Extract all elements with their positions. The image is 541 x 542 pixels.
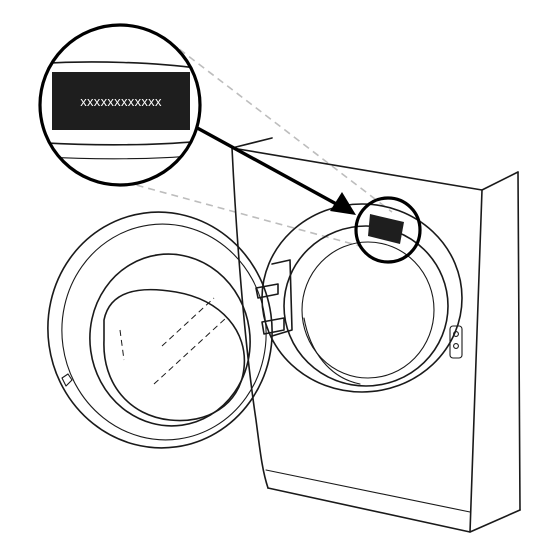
porthole-mid-ring xyxy=(283,225,449,387)
door-lock-hole-bottom xyxy=(453,343,459,349)
arrow-icon xyxy=(189,122,341,208)
arrow-head xyxy=(330,192,356,215)
drum-depth-line xyxy=(303,317,361,385)
zoom-label-plate xyxy=(52,72,190,130)
zoom-callout-ring xyxy=(38,23,202,187)
door-handle xyxy=(61,373,73,387)
door-glass-outer xyxy=(89,253,251,427)
cabinet-bottom-edge xyxy=(267,487,521,533)
leader-line-bottom xyxy=(124,181,361,247)
label-patch xyxy=(368,214,404,244)
door-hinge xyxy=(255,259,293,337)
cabinet-front-left-edge xyxy=(231,147,269,489)
hinge-arm-top xyxy=(255,283,279,299)
glass-reflection-2 xyxy=(153,317,227,385)
door-lock-plate xyxy=(449,325,463,359)
label-location xyxy=(354,196,422,264)
glass-reflection-1 xyxy=(161,297,215,347)
door-outer-rim xyxy=(47,211,273,449)
location-circle xyxy=(354,196,422,264)
cabinet-front-right-edge xyxy=(469,189,483,533)
door-opening xyxy=(261,203,463,393)
machine-cabinet xyxy=(231,137,521,533)
zoom-callout: xxxxxxxxxxxx xyxy=(38,23,202,187)
porthole-outer-ring xyxy=(261,203,463,393)
cabinet-top-edge xyxy=(231,137,519,191)
hinge-arm-bottom xyxy=(261,317,285,335)
porthole-inner-ring xyxy=(301,241,435,379)
open-door xyxy=(47,211,273,449)
door-lock-hole-top xyxy=(453,331,459,337)
pointer-arrow xyxy=(189,122,356,215)
zoom-label-text: xxxxxxxxxxxx xyxy=(80,94,162,109)
door-lock xyxy=(449,325,463,359)
cabinet-side-right-edge xyxy=(517,171,521,511)
callout-leader-lines xyxy=(124,41,393,247)
hinge-bracket-top xyxy=(271,259,293,337)
leader-line-top xyxy=(169,41,393,213)
cabinet-kick-line xyxy=(265,469,471,513)
door-rim-inner xyxy=(61,223,267,441)
glass-reflection-3 xyxy=(119,329,125,361)
door-glass-bowl xyxy=(103,288,246,422)
